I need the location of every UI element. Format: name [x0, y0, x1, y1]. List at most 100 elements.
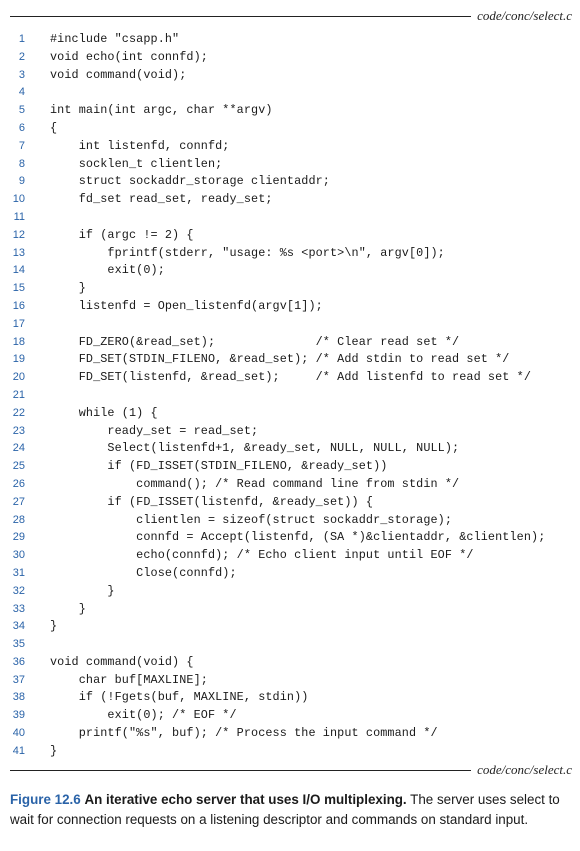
line-number: 30 — [12, 549, 25, 562]
code-text: FD_ZERO(&read_set); /* Clear read set */ — [50, 334, 460, 349]
line-number: 2 — [18, 50, 25, 63]
code-line: 13 fprintf(stderr, "usage: %s <port>\n",… — [0, 245, 580, 263]
code-line: 29 connfd = Accept(listenfd, (SA *)&clie… — [0, 529, 580, 547]
code-line: 16 listenfd = Open_listenfd(argv[1]); — [0, 298, 580, 316]
line-number: 7 — [18, 139, 25, 152]
line-number: 6 — [18, 121, 25, 134]
code-line: 6{ — [0, 120, 580, 138]
code-text: listenfd = Open_listenfd(argv[1]); — [50, 298, 323, 313]
code-line: 2 void echo(int connfd); — [0, 49, 580, 67]
code-text: } — [50, 743, 58, 758]
code-text: if (argc != 2) { — [50, 227, 194, 242]
line-number: 1 — [18, 33, 25, 45]
code-line: 33 } — [0, 601, 580, 619]
code-text: connfd = Accept(listenfd, (SA *)&clienta… — [50, 530, 546, 545]
code-text: command(); /* Read command line from std… — [50, 476, 460, 491]
code-text: if (!Fgets(buf, MAXLINE, stdin)) — [50, 690, 309, 705]
code-line: 5 int main(int argc, char **argv) — [0, 102, 580, 120]
header-divider — [10, 15, 472, 17]
line-number: 36 — [12, 655, 25, 668]
header-rule: code/conc/select.c — [10, 8, 572, 24]
code-text: { — [50, 120, 58, 135]
footer-divider — [10, 769, 472, 771]
line-number: 17 — [12, 317, 25, 330]
line-number: 16 — [12, 299, 25, 312]
figure-caption: Figure 12.6 An iterative echo server tha… — [10, 790, 570, 829]
code-line: 25 if (FD_ISSET(STDIN_FILENO, &ready_set… — [0, 458, 580, 476]
code-text: int main(int argc, char **argv) — [50, 103, 273, 118]
code-text: } — [50, 583, 115, 598]
code-line: 14 exit(0); — [0, 262, 580, 280]
code-line: 38 if (!Fgets(buf, MAXLINE, stdin)) — [0, 689, 580, 707]
code-text: void echo(int connfd); — [50, 49, 208, 64]
line-number: 34 — [12, 620, 25, 633]
code-text: if (FD_ISSET(listenfd, &ready_set)) { — [50, 494, 374, 509]
code-line: 26 command(); /* Read command line from … — [0, 476, 580, 494]
code-line: 39 exit(0); /* EOF */ — [0, 707, 580, 725]
code-text: echo(connfd); /* Echo client input until… — [50, 548, 474, 563]
code-text: int listenfd, connfd; — [50, 138, 230, 153]
code-text: ready_set = read_set; — [50, 423, 259, 438]
figure-label: Figure 12.6 — [10, 792, 81, 807]
code-line: 34} — [0, 618, 580, 636]
code-line: 30 echo(connfd); /* Echo client input un… — [0, 547, 580, 565]
line-number: 21 — [12, 388, 25, 401]
line-number: 32 — [12, 584, 25, 597]
code-text: char buf[MAXLINE]; — [50, 672, 208, 687]
code-text: Select(listenfd+1, &ready_set, NULL, NUL… — [50, 441, 460, 456]
code-line: 22 while (1) { — [0, 405, 580, 423]
code-line: 41} — [0, 743, 580, 761]
line-number: 11 — [13, 210, 25, 223]
code-line: 37 char buf[MAXLINE]; — [0, 672, 580, 690]
code-text: fprintf(stderr, "usage: %s <port>\n", ar… — [50, 245, 445, 260]
code-line: 20 FD_SET(listenfd, &read_set); /* Add l… — [0, 369, 580, 387]
code-text: while (1) { — [50, 405, 158, 420]
code-line: 23 ready_set = read_set; — [0, 423, 580, 441]
line-number: 5 — [18, 104, 25, 117]
code-line: 32 } — [0, 583, 580, 601]
code-line: 28 clientlen = sizeof(struct sockaddr_st… — [0, 512, 580, 530]
code-text: #include "csapp.h" — [50, 32, 180, 46]
header-filename: code/conc/select.c — [477, 8, 572, 23]
code-text: if (FD_ISSET(STDIN_FILENO, &ready_set)) — [50, 459, 388, 474]
line-number: 41 — [12, 744, 25, 757]
line-number: 28 — [12, 513, 25, 526]
line-number: 18 — [12, 335, 25, 348]
code-line: 19 FD_SET(STDIN_FILENO, &read_set); /* A… — [0, 351, 580, 369]
line-number: 23 — [12, 424, 25, 437]
code-text: clientlen = sizeof(struct sockaddr_stora… — [50, 512, 453, 527]
code-text: } — [50, 601, 86, 616]
code-line: 11 — [0, 209, 580, 227]
footer-rule: code/conc/select.c — [10, 762, 572, 778]
code-line: 31 Close(connfd); — [0, 565, 580, 583]
line-number: 29 — [12, 531, 25, 544]
code-line: 24 Select(listenfd+1, &ready_set, NULL, … — [0, 440, 580, 458]
code-line: 1 #include "csapp.h" — [0, 31, 580, 49]
code-line: 8 socklen_t clientlen; — [0, 156, 580, 174]
line-number: 9 — [18, 175, 25, 188]
line-number: 14 — [12, 264, 25, 277]
code-line: 7 int listenfd, connfd; — [0, 138, 580, 156]
line-number: 10 — [12, 193, 25, 206]
code-text: fd_set read_set, ready_set; — [50, 192, 273, 207]
code-text: FD_SET(listenfd, &read_set); /* Add list… — [50, 370, 532, 385]
line-number: 33 — [12, 602, 25, 615]
line-number: 31 — [12, 566, 25, 579]
line-number: 24 — [12, 442, 25, 455]
code-text: socklen_t clientlen; — [50, 156, 223, 171]
line-number: 12 — [12, 228, 25, 241]
line-number: 35 — [12, 638, 25, 651]
code-text: struct sockaddr_storage clientaddr; — [50, 174, 330, 189]
code-text: Close(connfd); — [50, 565, 237, 580]
code-text: } — [50, 619, 58, 634]
line-number: 25 — [12, 460, 25, 473]
line-number: 39 — [12, 709, 25, 722]
code-line: 9 struct sockaddr_storage clientaddr; — [0, 173, 580, 191]
line-number: 37 — [12, 673, 25, 686]
code-line: 21 — [0, 387, 580, 405]
code-text: void command(void); — [50, 67, 187, 82]
line-number: 40 — [12, 727, 25, 740]
line-number: 22 — [12, 406, 25, 419]
